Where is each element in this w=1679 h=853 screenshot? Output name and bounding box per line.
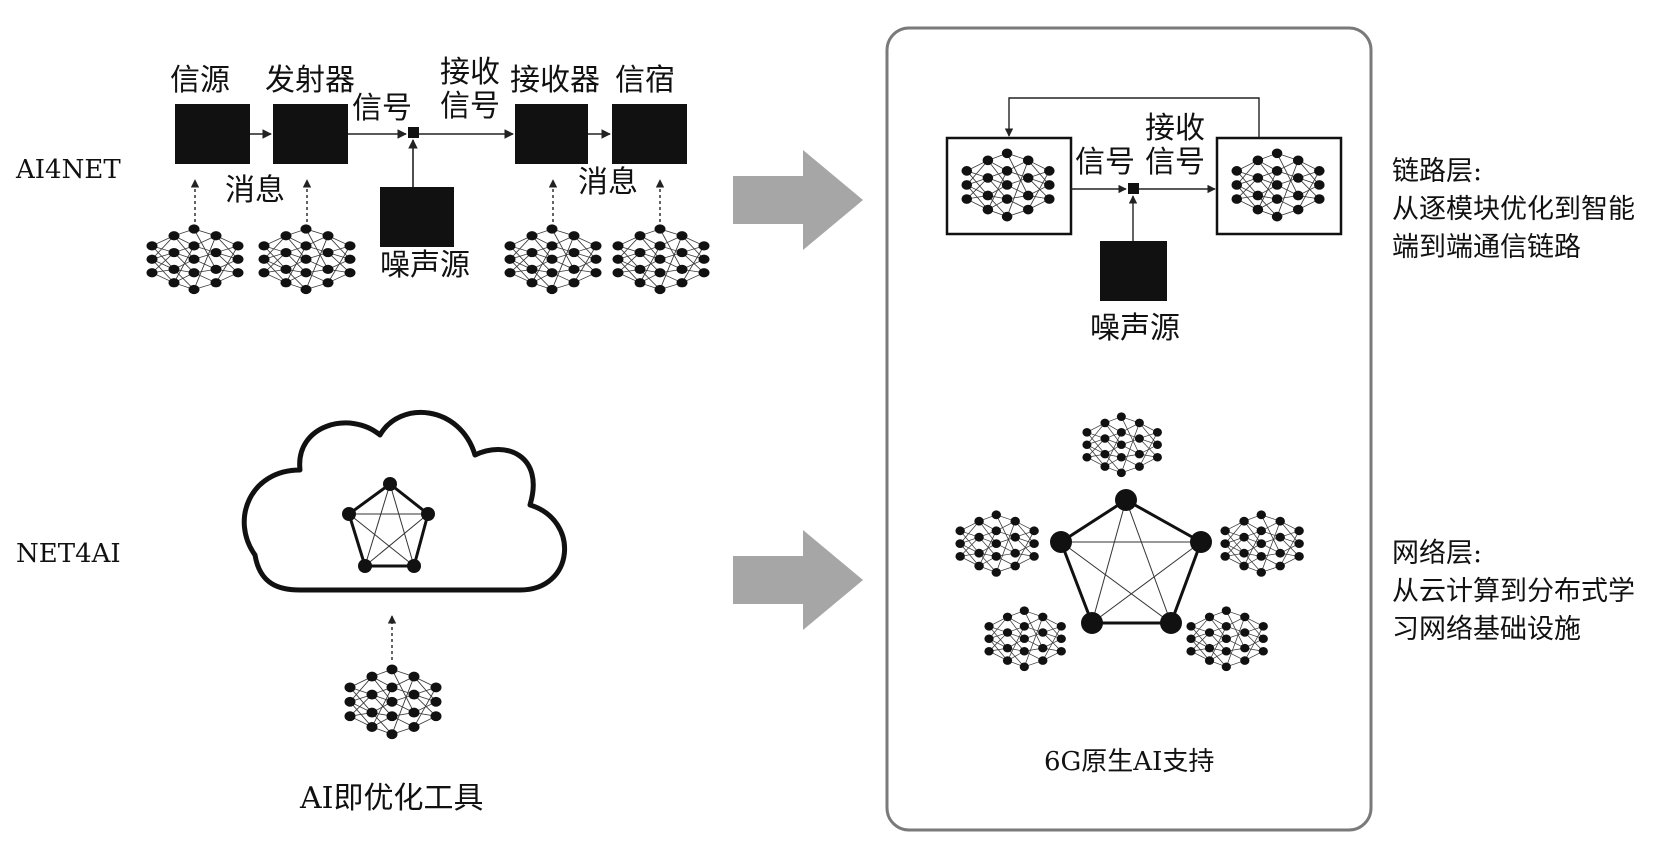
neural-net-icon — [612, 223, 710, 295]
noise-source-label: 噪声源 — [380, 248, 470, 283]
neural-net-icon — [344, 663, 442, 740]
sink-label: 信宿 — [615, 63, 675, 98]
link-layer-line2: 端到端通信链路 — [1392, 232, 1581, 263]
link-layer-note: 链路层: 从逐模块优化到智能 端到端通信链路 — [1392, 156, 1635, 263]
transmitter-label: 发射器 — [265, 63, 355, 98]
received-signal-label-bottom: 信号 — [440, 89, 500, 124]
native-adder-node — [1128, 183, 1139, 194]
bottom-transition-arrow — [733, 530, 863, 630]
network-layer-line2: 习网络基础设施 — [1392, 614, 1581, 645]
native-network-diagram: 6G原生AI支持 — [954, 411, 1305, 777]
top-transition-arrow — [733, 150, 863, 250]
network-layer-line1: 从云计算到分布式学 — [1392, 576, 1635, 607]
transmitter-block — [273, 104, 348, 164]
signal-label: 信号 — [352, 91, 412, 126]
net4ai-cloud-group: AI即优化工具 — [241, 410, 567, 816]
neural-net-icon — [146, 223, 244, 295]
network-layer-title: 网络层: — [1392, 538, 1482, 569]
net4ai-label: NET4AI — [16, 539, 121, 569]
receiver-block — [515, 104, 588, 164]
ai4net-label: AI4NET — [15, 155, 121, 185]
cloud-outline — [241, 410, 567, 593]
native-pentagon-network — [1050, 489, 1212, 634]
received-signal-label-top: 接收 — [440, 55, 500, 90]
noise-block — [380, 187, 454, 247]
message-right-label: 消息 — [578, 165, 638, 200]
adder-node — [408, 127, 419, 138]
link-layer-line1: 从逐模块优化到智能 — [1392, 194, 1635, 225]
sink-block — [612, 104, 687, 164]
network-layer-note: 网络层: 从云计算到分布式学 习网络基础设施 — [1392, 538, 1635, 645]
native-link-diagram: 信号 接收 信号 噪声源 — [945, 97, 1343, 346]
message-left-label: 消息 — [225, 173, 285, 208]
native-ai-support-caption: 6G原生AI支持 — [1044, 747, 1214, 777]
neural-net-icon — [504, 223, 602, 295]
cloud-pentagon-network — [342, 477, 435, 573]
ai4net-chain: 信源 发射器 信号 接收 信号 接收器 信宿 消息 消息 噪声源 — [146, 55, 710, 295]
link-layer-title: 链路层: — [1392, 156, 1482, 187]
receiver-label: 接收器 — [510, 63, 600, 98]
native-noise-block — [1100, 241, 1167, 301]
source-label: 信源 — [170, 63, 230, 98]
native-noise-source-label: 噪声源 — [1090, 311, 1180, 346]
neural-net-icon — [258, 223, 356, 295]
source-block — [175, 104, 250, 164]
native-received-signal-label-top: 接收 — [1145, 111, 1205, 146]
native-received-signal-label-bottom: 信号 — [1145, 145, 1205, 180]
ai-optimization-tool-caption: AI即优化工具 — [299, 781, 484, 816]
feedback-loop-arrow — [1004, 97, 1260, 138]
native-signal-label: 信号 — [1075, 145, 1135, 180]
